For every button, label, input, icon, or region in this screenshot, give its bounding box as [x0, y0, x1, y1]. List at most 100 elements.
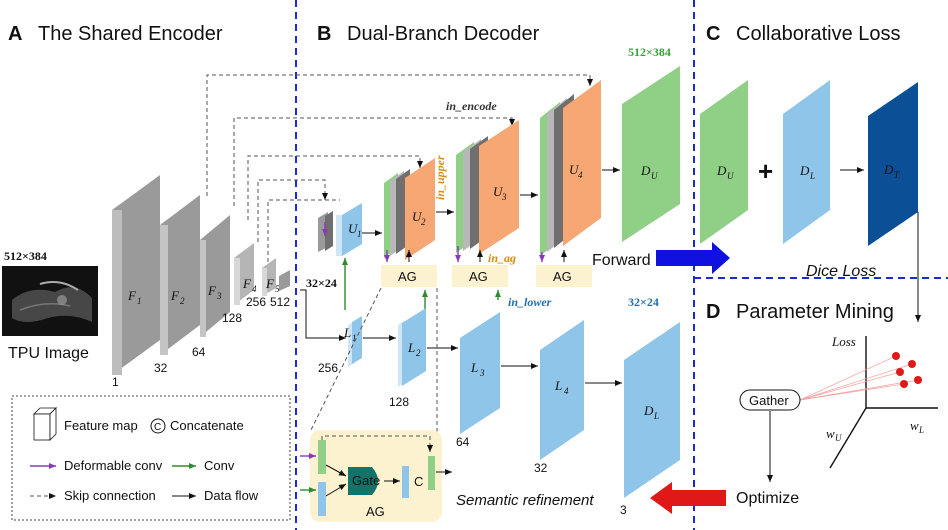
input-size-label: 512×384 — [4, 249, 47, 263]
loss-du: D U — [700, 80, 748, 244]
decoder-l1: L 1 256 — [318, 316, 362, 375]
skip-connections — [206, 74, 593, 262]
svg-text:U: U — [651, 171, 658, 181]
legend-concat-icon — [150, 418, 166, 434]
lower-data-flow — [300, 289, 622, 386]
svg-text:AG: AG — [469, 269, 488, 284]
svg-text:3: 3 — [216, 291, 222, 301]
legend-feature-map-icon — [33, 407, 57, 441]
semantic-refinement-label: Semantic refinement — [456, 492, 594, 509]
loss-dt: D T — [868, 82, 918, 246]
svg-text:1: 1 — [112, 375, 119, 389]
legend-skip-label: Skip connection — [64, 488, 156, 503]
feature-map-bottleneck: 512 — [270, 270, 290, 309]
decoder-u2: U 2 — [384, 158, 435, 260]
svg-text:128: 128 — [222, 311, 242, 325]
svg-text:Parameter Mining: Parameter Mining — [736, 301, 894, 323]
svg-text:Forward: Forward — [592, 252, 651, 269]
svg-text:64: 64 — [192, 345, 206, 359]
feature-map-f1: F 1 1 — [112, 175, 160, 389]
svg-text:1: 1 — [357, 229, 362, 239]
section-c-heading: C Collaborative Loss — [706, 23, 901, 45]
svg-text:U: U — [493, 184, 504, 199]
decoder-u3: U 3 — [456, 120, 519, 254]
ag-box-3: AG — [536, 265, 592, 287]
svg-text:The Shared Encoder: The Shared Encoder — [38, 23, 223, 45]
svg-text:4: 4 — [578, 170, 583, 180]
svg-text:D: D — [643, 403, 654, 418]
ag-box-2: AG — [452, 265, 508, 287]
decoder-l4: L 4 32 — [534, 320, 584, 475]
svg-text:F: F — [127, 288, 137, 303]
decoder-l3: L 3 64 — [456, 312, 500, 449]
svg-text:3: 3 — [501, 192, 507, 202]
svg-text:32: 32 — [154, 361, 168, 375]
section-d-heading: D Parameter Mining — [706, 301, 894, 323]
ag-detail-panel: Gate C AG — [300, 430, 452, 522]
legend-feature-map-label: Feature map — [64, 418, 138, 433]
section-b-heading: B Dual-Branch Decoder — [317, 23, 540, 45]
tpu-input-image — [2, 266, 98, 336]
svg-text:B: B — [317, 23, 331, 45]
svg-text:L: L — [470, 360, 478, 375]
ag-zoom-lines — [309, 287, 438, 433]
svg-text:4: 4 — [564, 386, 569, 396]
feature-map-f4: F 4 128 — [222, 243, 257, 325]
gate-label: Gate — [352, 473, 380, 488]
legend: Feature map C Concatenate Deformable con… — [11, 395, 291, 521]
gather-node: Gather — [739, 389, 801, 411]
feature-map-f3: F 3 64 — [192, 215, 230, 359]
concat-label: C — [414, 474, 423, 489]
svg-text:4: 4 — [252, 284, 257, 294]
upper-data-flow — [362, 167, 620, 236]
svg-text:1: 1 — [352, 333, 357, 343]
section-a-heading: A The Shared Encoder — [8, 23, 223, 45]
svg-text:F: F — [207, 283, 217, 298]
ag-box-1: AG — [381, 265, 437, 287]
svg-text:D: D — [883, 162, 894, 177]
svg-text:L: L — [343, 325, 351, 340]
svg-text:w: w — [910, 418, 919, 433]
loss-dl: D L — [783, 80, 830, 244]
svg-text:3: 3 — [620, 503, 627, 517]
svg-text:AG: AG — [398, 269, 417, 284]
svg-text:L: L — [653, 411, 659, 421]
svg-text:64: 64 — [456, 435, 470, 449]
in-lower-label: in_lower — [508, 295, 552, 309]
svg-text:1: 1 — [137, 296, 142, 306]
svg-text:512: 512 — [270, 295, 290, 309]
svg-text:32: 32 — [534, 461, 548, 475]
feature-map-f2: F 2 32 — [154, 195, 200, 375]
lower-size-label: 32×24 — [628, 295, 659, 309]
svg-text:w: w — [826, 426, 835, 441]
ag-connections — [322, 222, 567, 310]
svg-text:Dual-Branch Decoder: Dual-Branch Decoder — [347, 23, 540, 45]
svg-text:Gather: Gather — [749, 393, 789, 408]
svg-text:F: F — [242, 276, 252, 291]
svg-text:L: L — [918, 425, 924, 435]
svg-text:D: D — [716, 163, 727, 178]
svg-text:5: 5 — [275, 284, 280, 294]
loss-3d-axes: Loss w U w L — [826, 334, 938, 469]
svg-text:U: U — [835, 433, 842, 443]
decoder-l2: L 2 128 — [389, 308, 426, 409]
legend-concat-label: Concatenate — [170, 418, 244, 433]
svg-text:256: 256 — [246, 295, 266, 309]
decoder-u4: U 4 — [540, 80, 601, 256]
svg-text:L: L — [809, 171, 815, 181]
in-upper-label: in_upper — [433, 155, 447, 200]
forward-arrow: Forward — [592, 242, 730, 274]
decoder-du: D U — [622, 66, 680, 242]
svg-text:3: 3 — [479, 368, 485, 378]
upper-size-label: 512×384 — [628, 45, 671, 59]
svg-text:Loss: Loss — [831, 334, 856, 349]
legend-conv-label: Conv — [204, 458, 235, 473]
svg-text:2: 2 — [421, 217, 426, 227]
svg-text:128: 128 — [389, 395, 409, 409]
svg-text:C: C — [706, 23, 720, 45]
svg-text:D: D — [799, 163, 810, 178]
svg-text:U: U — [569, 162, 580, 177]
input-label: TPU Image — [8, 345, 89, 362]
ag-detail-title: AG — [366, 504, 385, 519]
legend-flow-label: Data flow — [204, 488, 259, 503]
